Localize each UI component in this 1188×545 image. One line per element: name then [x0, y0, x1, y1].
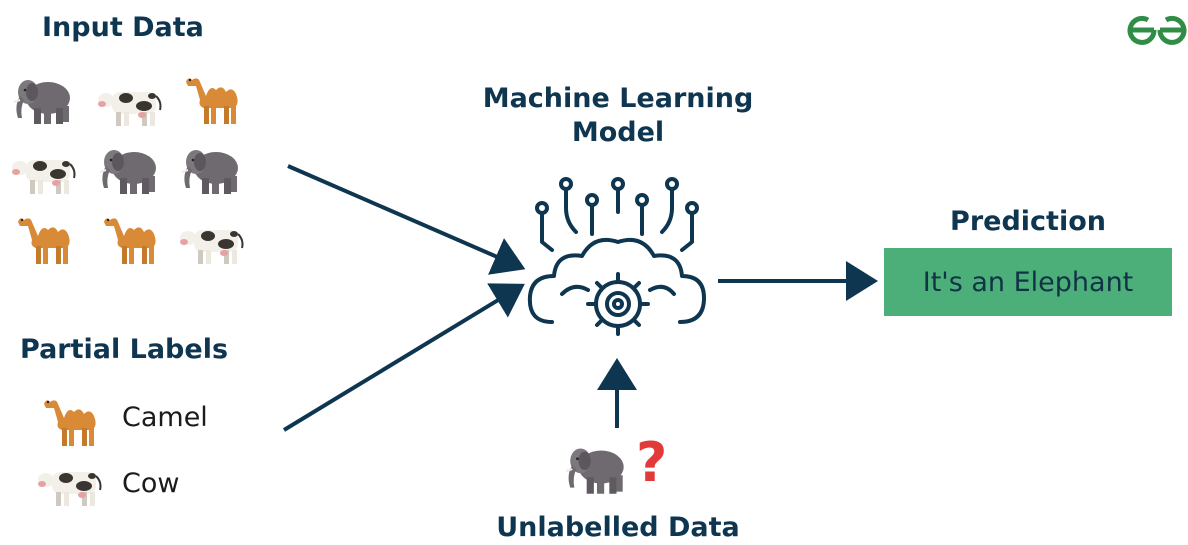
arrow-icon — [287, 164, 526, 275]
geeksforgeeks-logo-icon — [1126, 10, 1188, 50]
model-heading: Machine Learning Model — [468, 82, 768, 150]
question-mark: ? — [636, 431, 668, 494]
prediction-text: It's an Elephant — [922, 266, 1134, 298]
model-heading-line1: Machine Learning — [482, 83, 754, 114]
brain-gear-icon — [522, 172, 712, 352]
elephant-icon — [562, 436, 634, 498]
prediction-heading: Prediction — [950, 206, 1106, 237]
prediction-box: It's an Elephant — [884, 248, 1172, 316]
unlabelled-data-heading: Unlabelled Data — [496, 512, 740, 543]
arrow-icon — [282, 283, 525, 432]
model-heading-line2: Model — [571, 117, 665, 148]
input-data-heading: Input Data — [42, 12, 204, 43]
partial-labels-heading: Partial Labels — [20, 334, 229, 365]
cow-label: Cow — [122, 468, 180, 499]
camel-label: Camel — [122, 402, 208, 433]
